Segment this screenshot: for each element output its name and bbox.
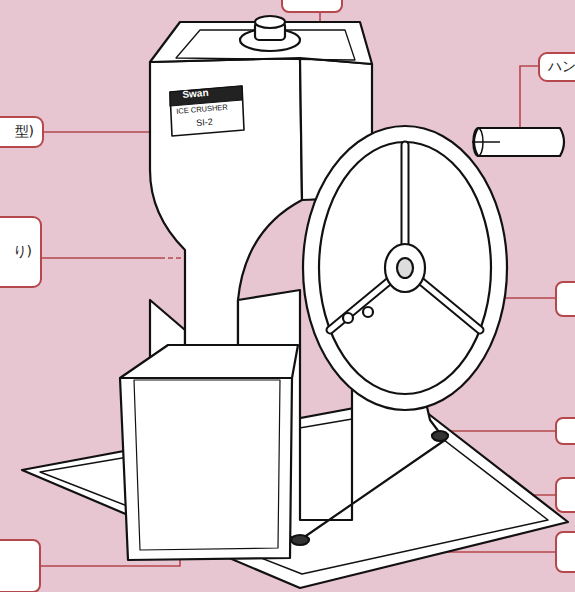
callout-box: り) [0,216,42,288]
callout-box: ハン [538,52,575,82]
part-name: 型) [7,123,42,141]
nameplate-text: SI-2 [196,118,213,128]
callout-box: 型) [0,116,44,148]
part-name: り) [5,243,40,261]
part-name: ハン [540,58,575,76]
crusher-drawing [22,16,568,588]
